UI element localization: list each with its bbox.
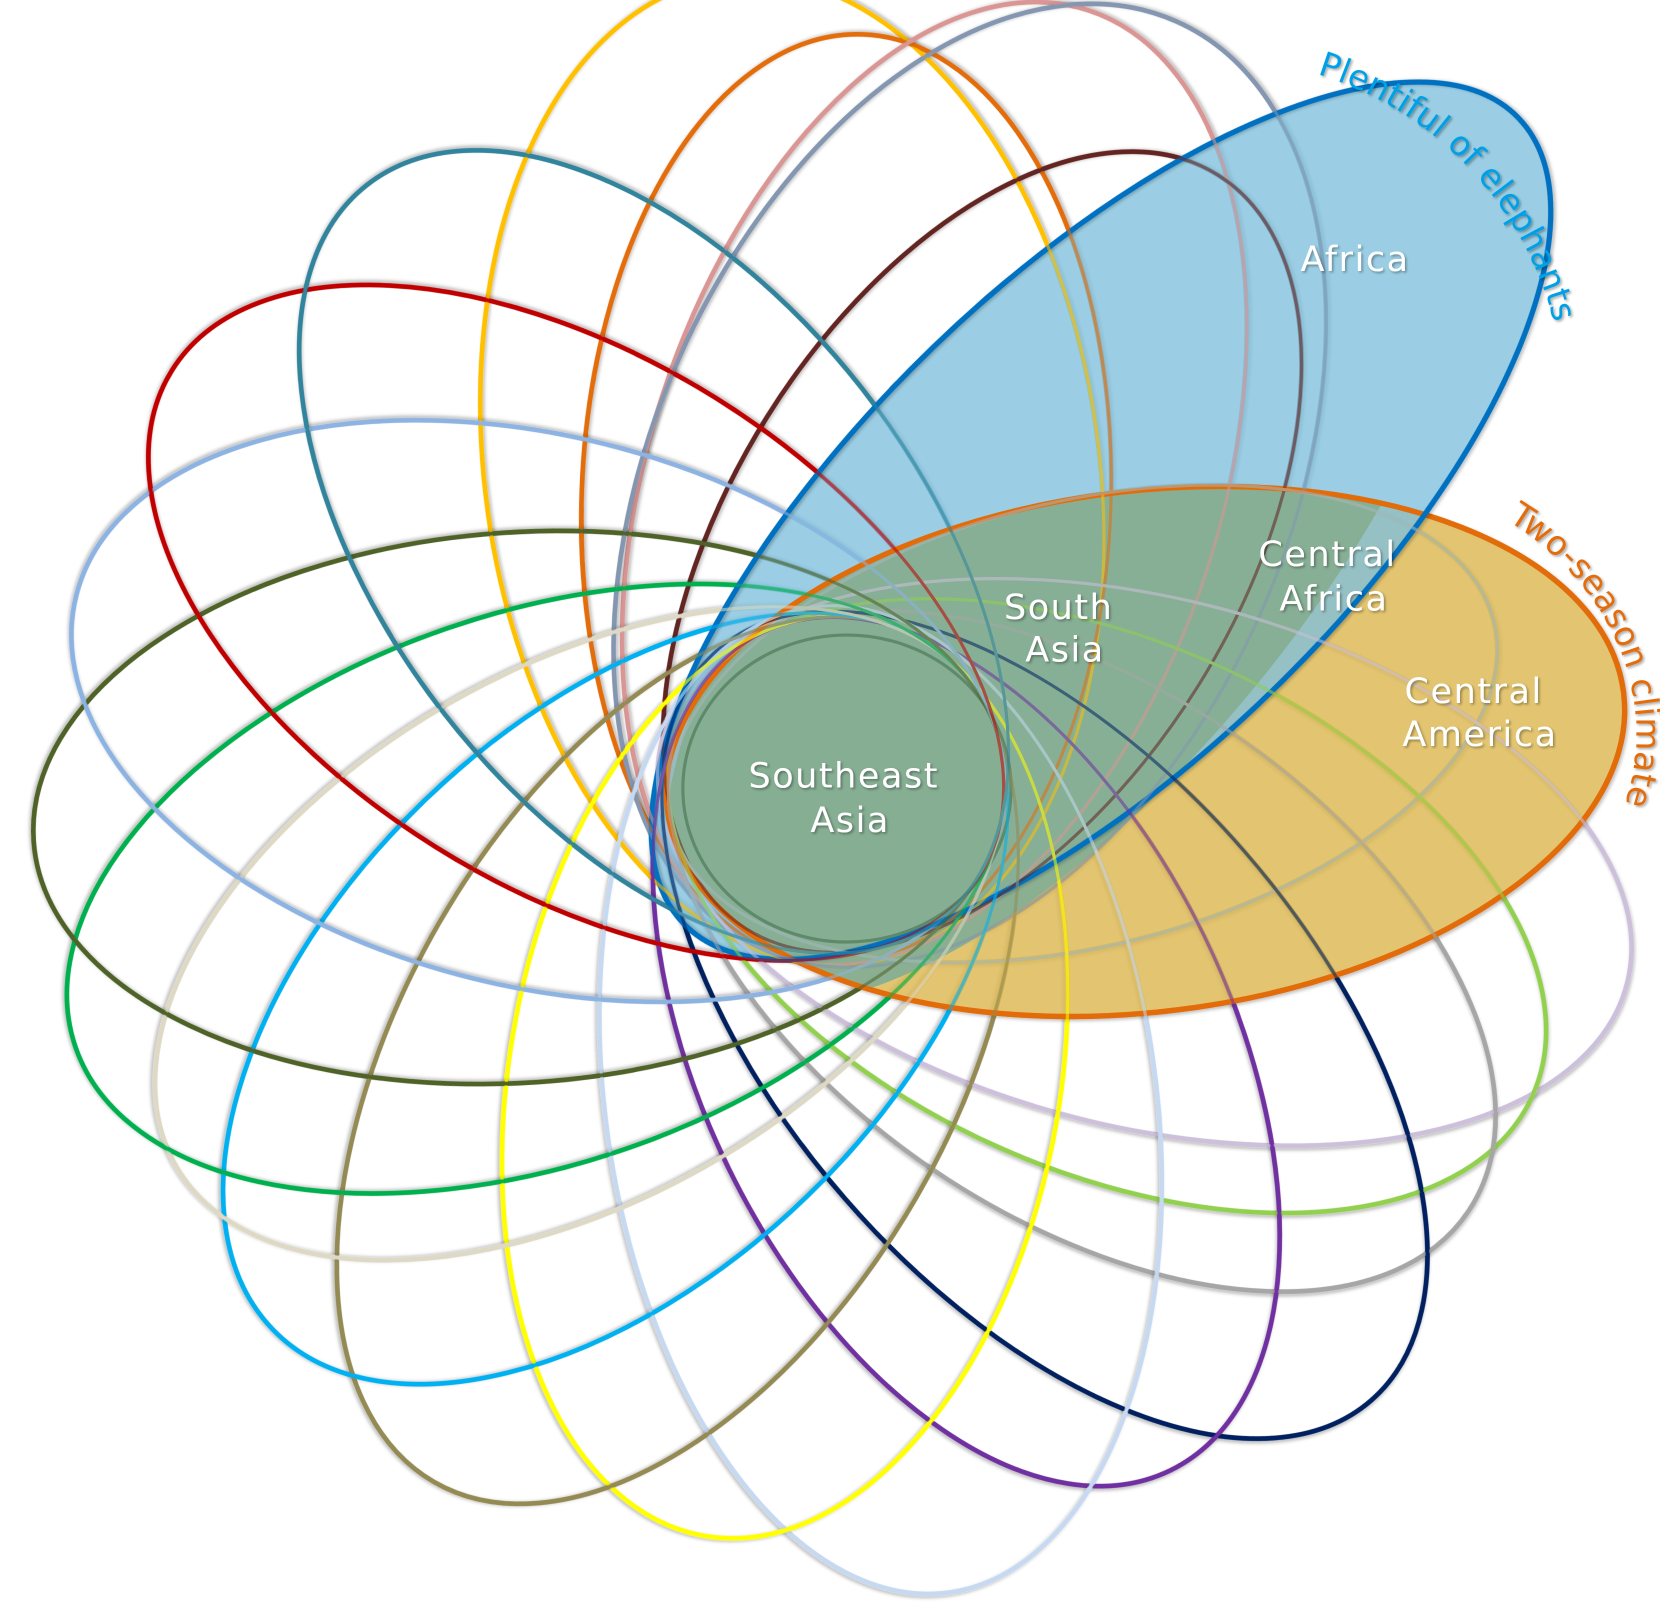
decorative-ellipse [297, 148, 1011, 955]
decorative-ellipse [655, 577, 1634, 1148]
southeast-asia-region[interactable] [681, 633, 1013, 944]
decorative-ellipse [660, 609, 1429, 1441]
label-southeast-asia: Southeast Asia [748, 756, 951, 840]
decorative-ellipse [661, 150, 1304, 954]
decorative-ellipse [612, 2, 1328, 969]
label-africa: Africa [1301, 240, 1410, 280]
label-central-africa: Central Africa [1258, 535, 1409, 619]
label-central-america: Central America [1402, 672, 1557, 755]
label-south-asia: South Asia [1004, 588, 1126, 670]
